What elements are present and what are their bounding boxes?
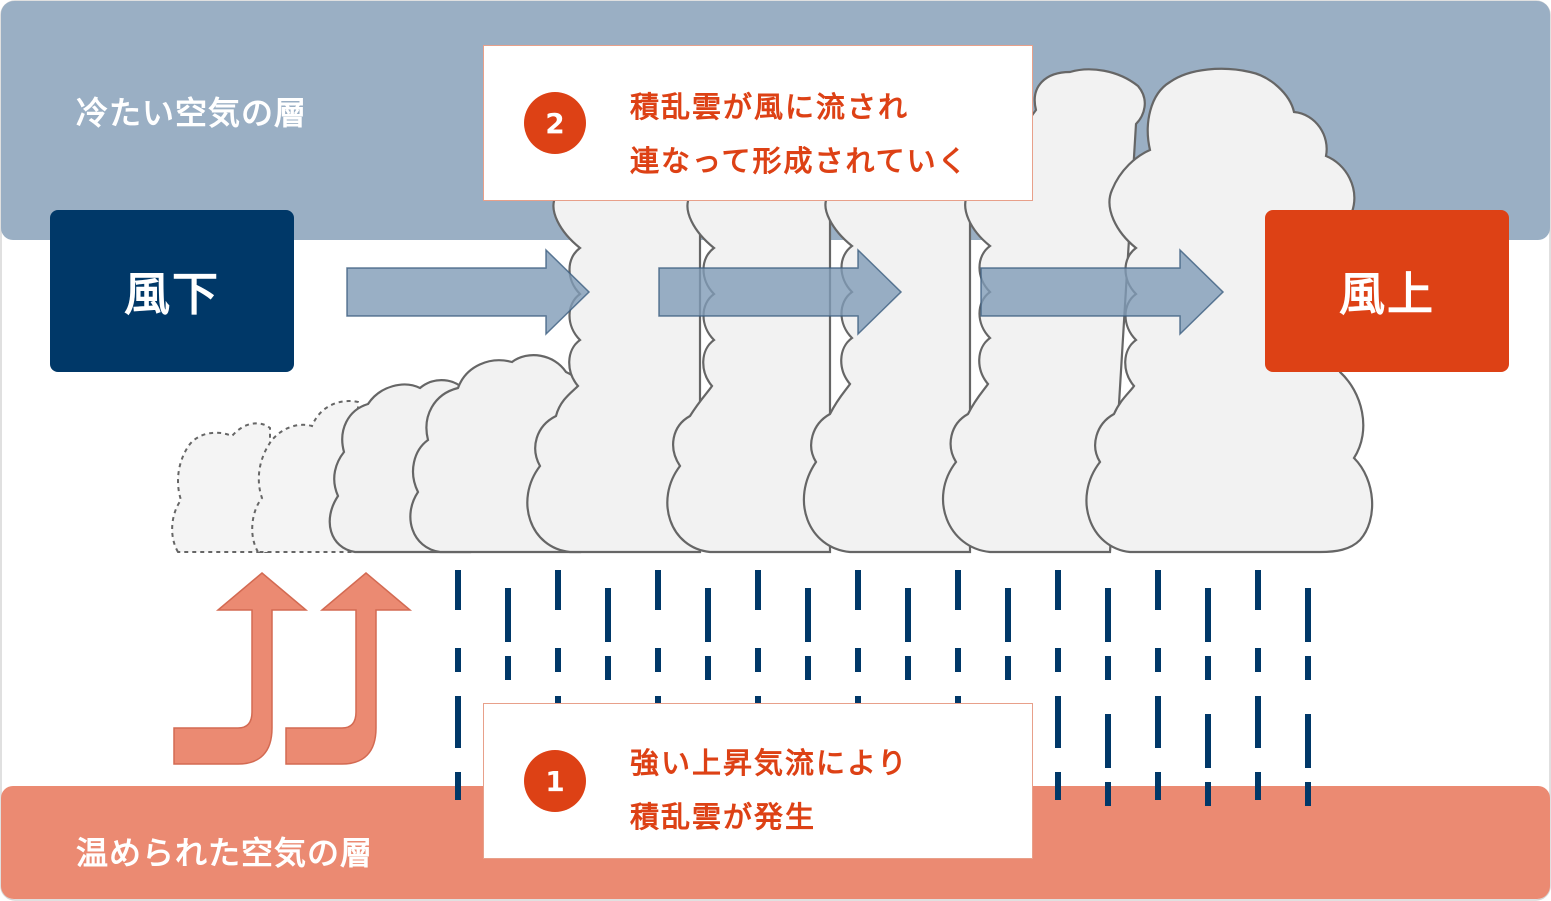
rain-streak-icon (1205, 588, 1211, 642)
rain-streak-icon (1255, 570, 1261, 610)
cloud-tower-1 (526, 194, 702, 554)
rain-streak-icon (605, 588, 611, 642)
rain-streak-icon (955, 570, 961, 610)
wind-flow-arrows (346, 248, 1225, 336)
cold-air-layer-label: 冷たい空気の層 (76, 94, 308, 132)
rain-streak-icon (1255, 696, 1261, 748)
rain-streak-icon (655, 648, 661, 672)
up-arrow-icon (173, 572, 309, 765)
warm-air-layer-label: 温められた空気の層 (76, 834, 374, 872)
rain-streak-icon (1005, 588, 1011, 642)
rain-streak-icon (1305, 588, 1311, 642)
callout-line-1: 積乱雲が風に流され (630, 90, 910, 124)
rain-streak-icon (1155, 696, 1161, 748)
rain-streak-icon (555, 648, 561, 672)
rain-streak-icon (805, 588, 811, 642)
rain-streak-icon (705, 656, 711, 680)
rain-streak-icon (1105, 714, 1111, 768)
rain-streak-icon (455, 648, 461, 672)
rain-streak-icon (505, 656, 511, 680)
rain-streak-icon (1105, 656, 1111, 680)
rain-streak-icon (1155, 772, 1161, 800)
rain-streak-icon (1305, 782, 1311, 806)
rain-streak-icon (1205, 782, 1211, 806)
rain-streak-icon (1205, 656, 1211, 680)
rain-streak-icon (1055, 696, 1061, 748)
rain-streak-icon (1055, 648, 1061, 672)
rain-streak-icon (505, 588, 511, 642)
rain-streak-icon (955, 648, 961, 672)
forming-cloud-1 (171, 422, 271, 553)
callout-step-2: 2 積乱雲が風に流され 連なって形成されていく (483, 45, 1033, 201)
rain-streak-icon (455, 570, 461, 610)
rain-streak-icon (1155, 648, 1161, 672)
right-arrow-icon (980, 248, 1225, 336)
rain-streak-icon (455, 696, 461, 748)
updraft-arrows (173, 572, 413, 765)
callout-line-1: 強い上昇気流により (630, 746, 909, 780)
rain-streak-icon (555, 570, 561, 610)
rain-streak-icon (455, 772, 461, 800)
rain-streak-icon (1055, 772, 1061, 800)
rain-streak-icon (1155, 570, 1161, 610)
cloud-tower-3 (802, 194, 972, 554)
rain-streak-icon (905, 656, 911, 680)
rain-streak-icon (1005, 656, 1011, 680)
rain-streak-icon (705, 588, 711, 642)
rain-streak-icon (1305, 656, 1311, 680)
cloud-tower-5 (1085, 67, 1374, 554)
rain-streak-icon (655, 570, 661, 610)
right-arrow-icon (658, 248, 903, 336)
downwind-box: 風下 (50, 210, 294, 372)
rain-streak-icon (605, 656, 611, 680)
right-arrow-icon (346, 248, 591, 336)
upwind-box: 風上 (1265, 210, 1509, 372)
callout-line-2: 連なって形成されていく (630, 144, 969, 178)
step-number-badge: 2 (524, 92, 586, 154)
rain-streak-icon (855, 570, 861, 610)
rain-streak-icon (805, 656, 811, 680)
rain-streak-icon (855, 648, 861, 672)
callout-step-1: 1 強い上昇気流により 積乱雲が発生 (483, 703, 1033, 859)
rain-streak-icon (1205, 714, 1211, 768)
rain-streak-icon (1055, 570, 1061, 610)
cumulonimbus-cloud-icon (328, 67, 1374, 554)
rain-streak-icon (755, 570, 761, 610)
rain-streak-icon (1105, 782, 1111, 806)
step-number-badge: 1 (524, 750, 586, 812)
callout-line-2: 積乱雲が発生 (630, 800, 817, 834)
rain-streak-icon (1255, 648, 1261, 672)
rain-streak-icon (1305, 714, 1311, 768)
rain-streak-icon (905, 588, 911, 642)
rain-streak-icon (1105, 588, 1111, 642)
up-arrow-icon (285, 572, 413, 765)
rain-streak-icon (1255, 772, 1261, 800)
rain-streak-icon (755, 648, 761, 672)
